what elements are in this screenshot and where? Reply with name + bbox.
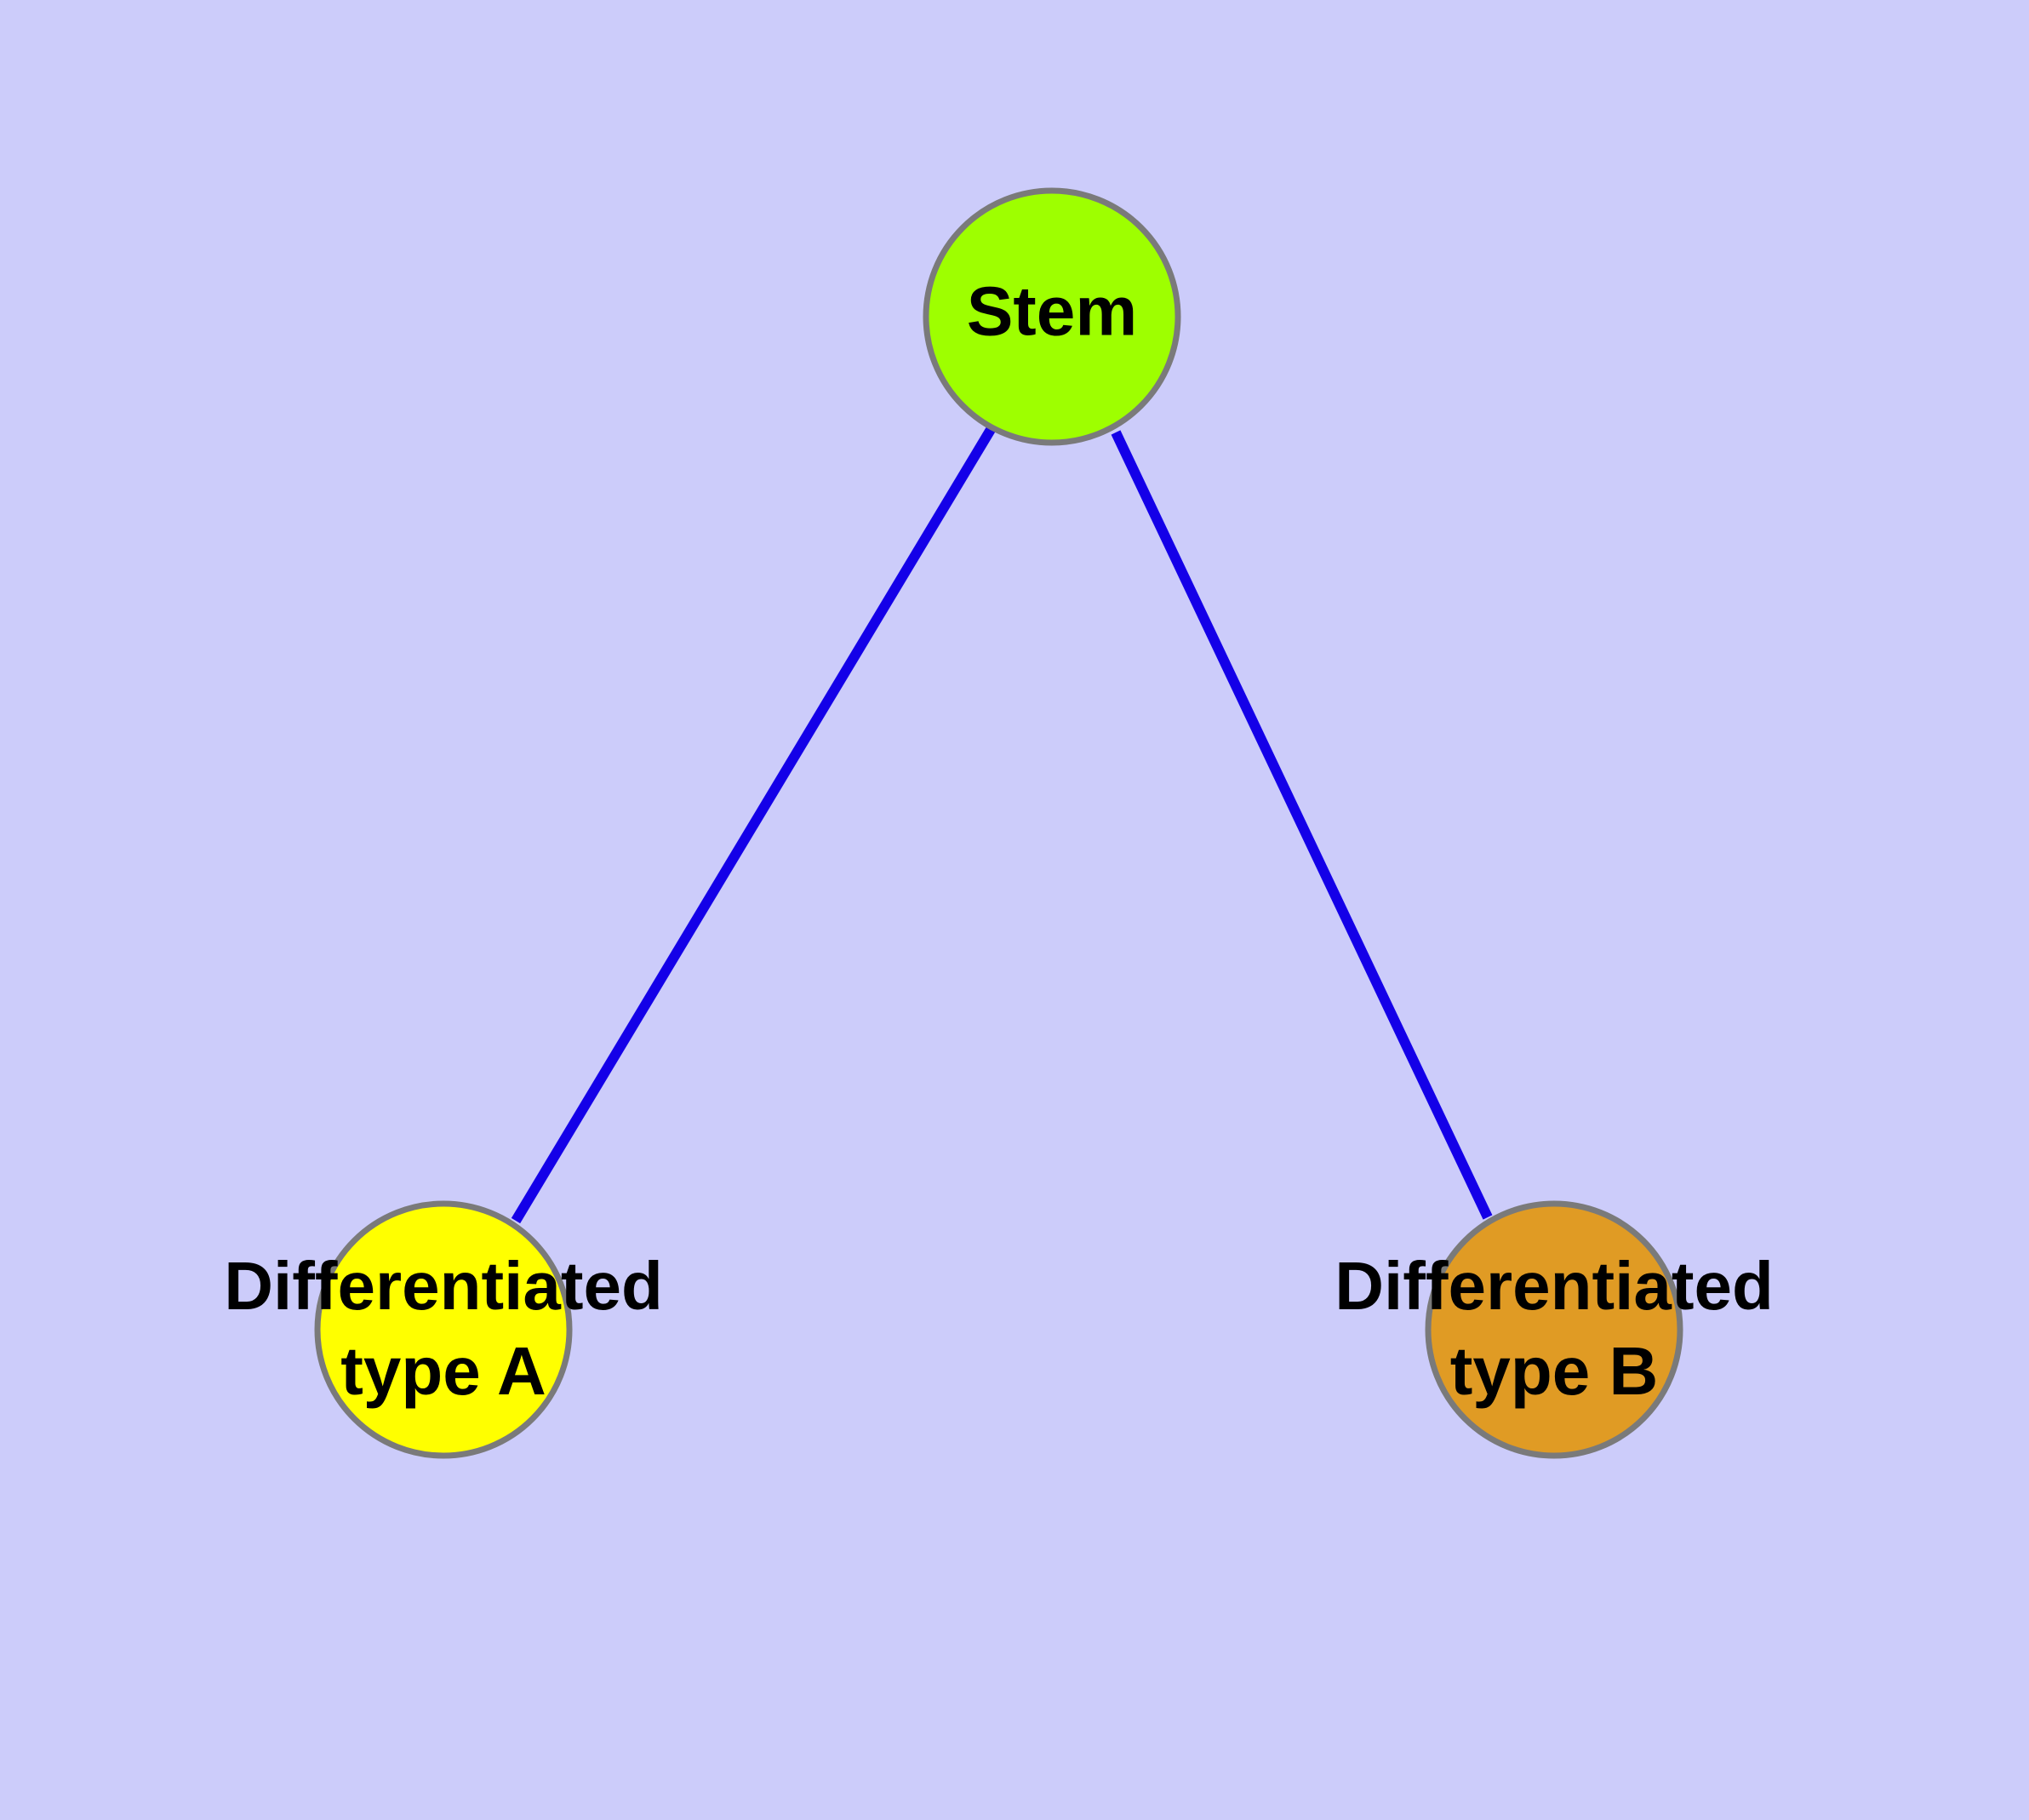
node-stem-label-line1: Stem (967, 273, 1138, 351)
node-diff-a-label-line2: type A (340, 1333, 546, 1409)
node-diff-b-label-line1: Differentiated (1335, 1248, 1774, 1324)
node-diff-a[interactable] (314, 1200, 573, 1459)
node-layer (314, 187, 1683, 1459)
node-stem-circle[interactable] (923, 187, 1181, 446)
node-diff-a-label-line1: Differentiated (224, 1248, 663, 1324)
node-diff-a-circle[interactable] (314, 1200, 573, 1459)
edge-stem-to-diff-b[interactable] (1111, 430, 1493, 1220)
edge-layer (511, 425, 1493, 1224)
edge-stem-to-diff-a[interactable] (511, 425, 997, 1224)
label-layer: Stem Differentiated type A Differentiate… (224, 273, 1774, 1409)
node-diff-b[interactable] (1425, 1200, 1683, 1459)
node-stem[interactable] (923, 187, 1181, 446)
node-diff-b-circle[interactable] (1425, 1200, 1683, 1459)
node-diff-b-label-line2: type B (1450, 1333, 1659, 1409)
